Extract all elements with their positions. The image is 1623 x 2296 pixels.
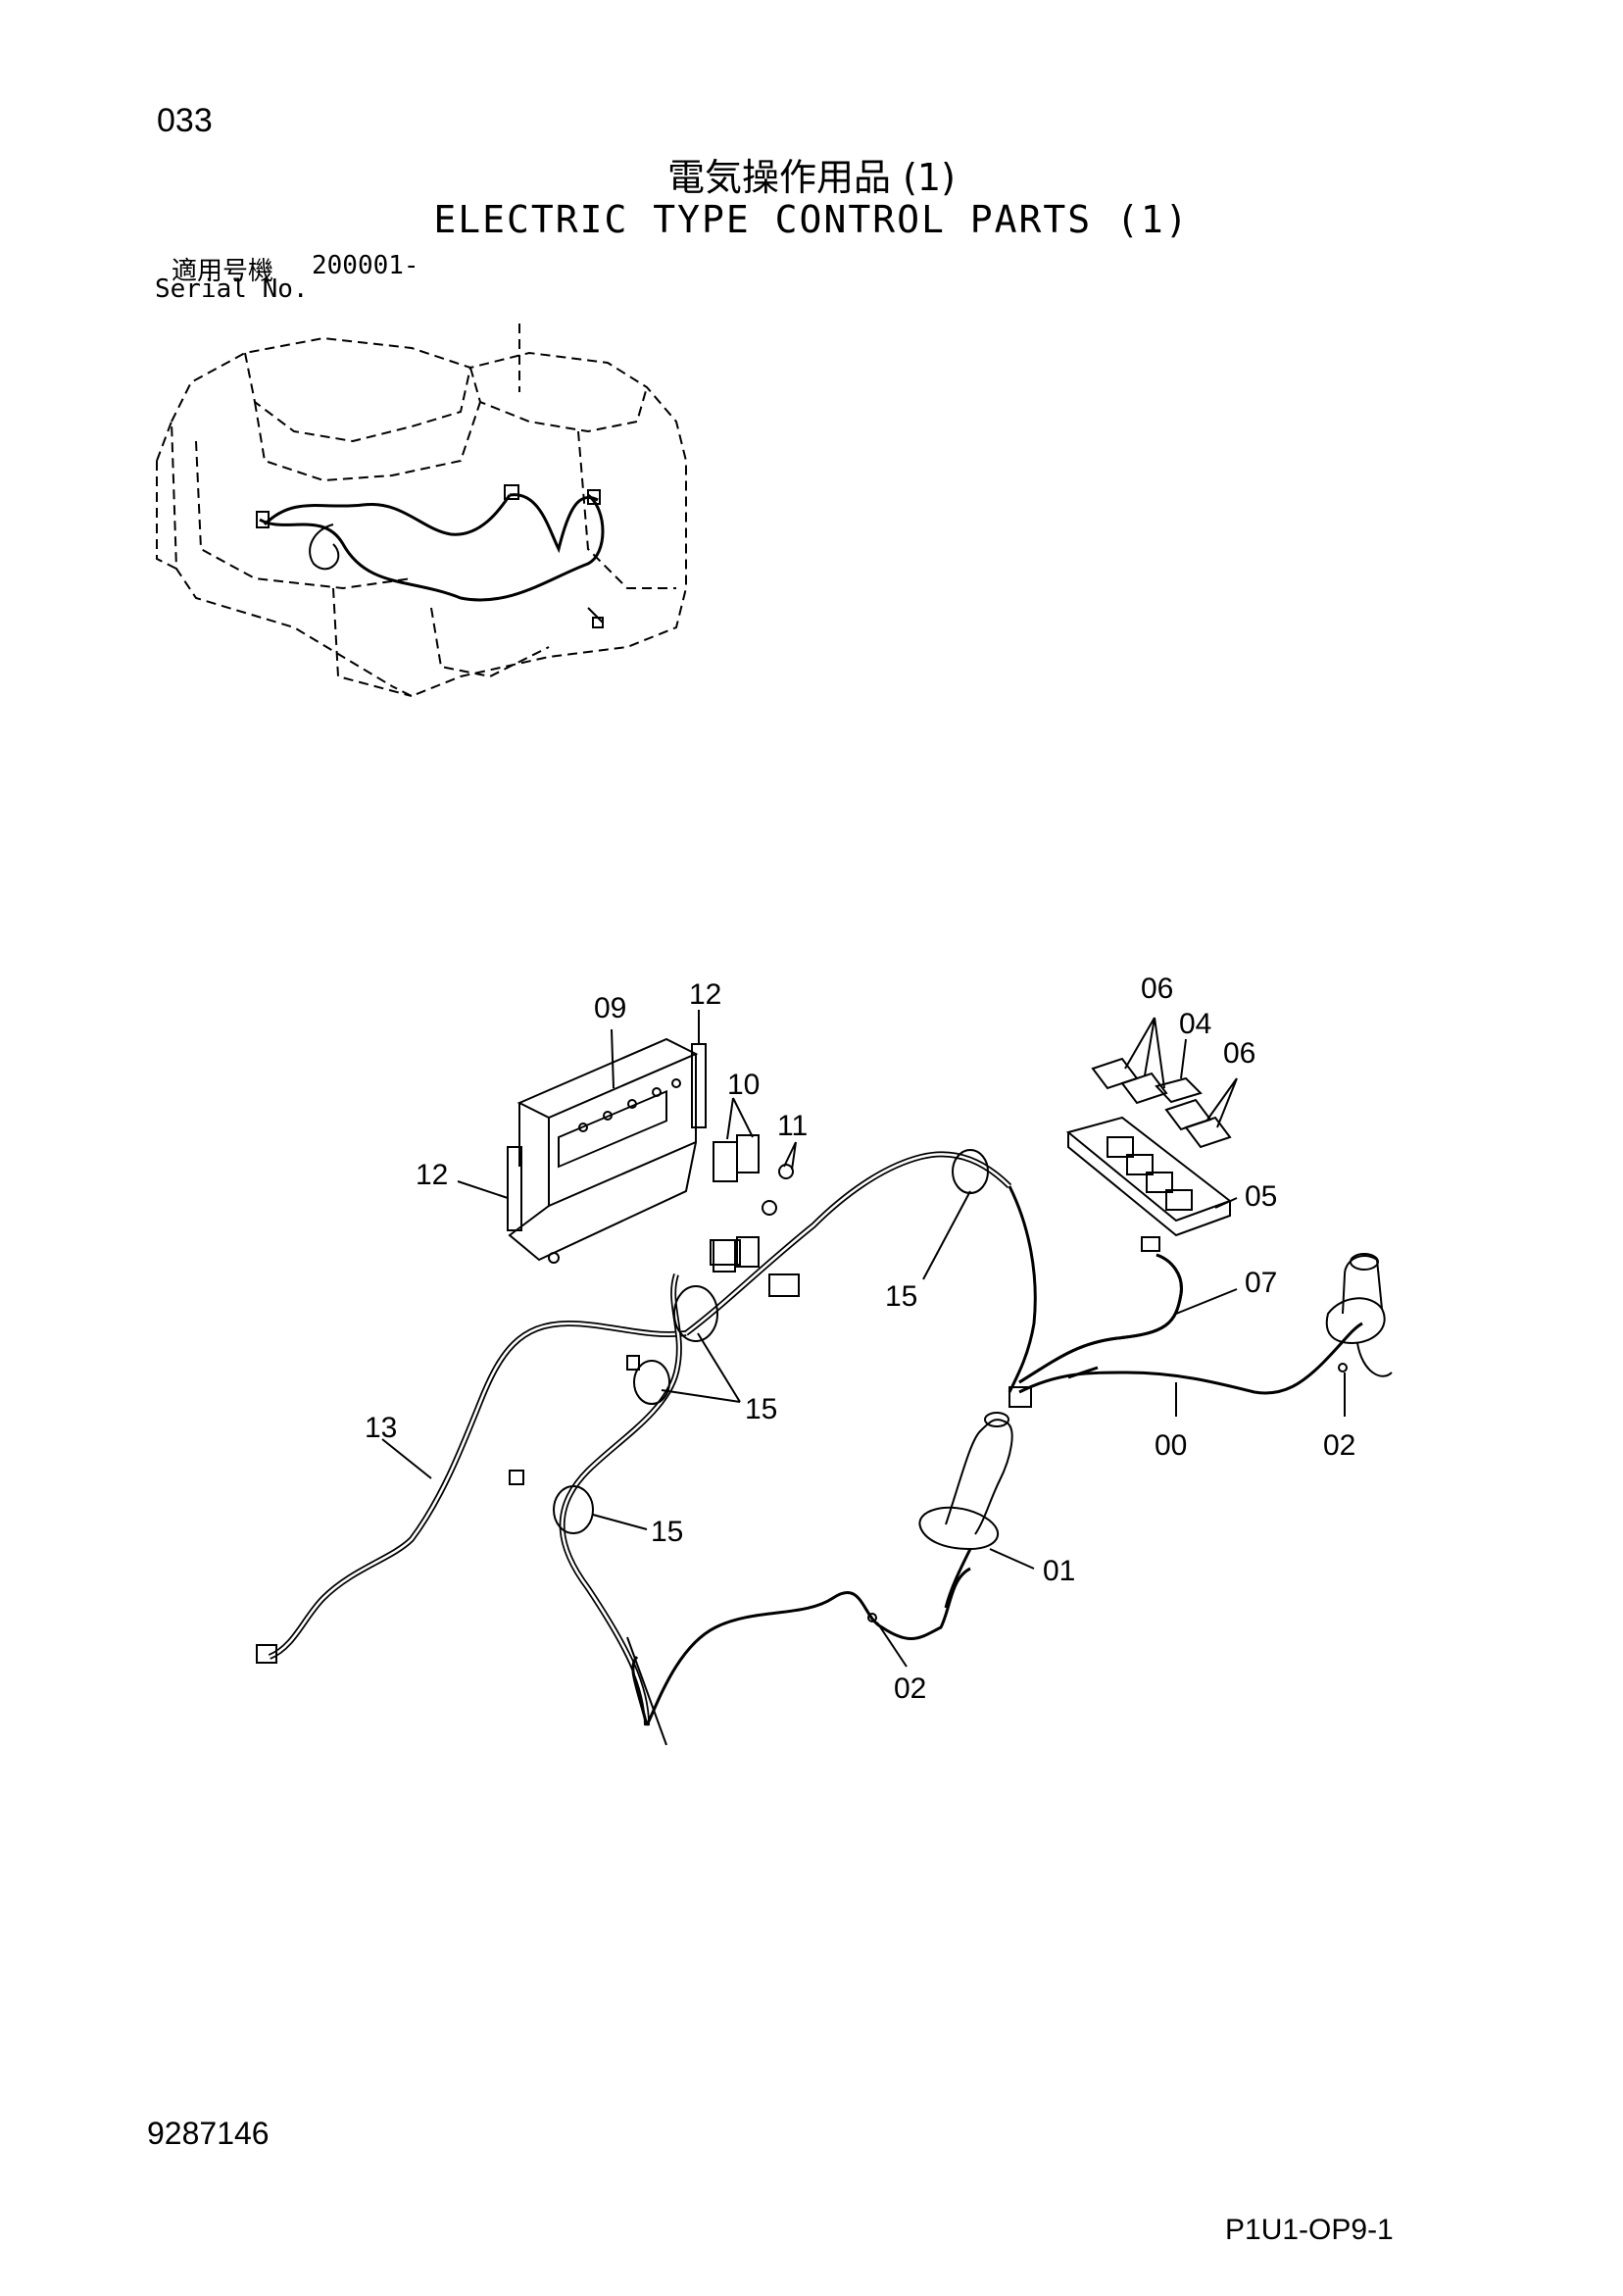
harness-part-13 [256,1151,1037,1746]
bracket-part-09 [508,1037,699,1264]
harness-part-07 [1018,1253,1183,1384]
callout-02-lower: 02 [894,1672,926,1705]
cushion-part-12-left [507,1146,522,1231]
callout-06-lower: 06 [1223,1037,1255,1070]
callout-15-lower: 15 [651,1516,683,1548]
callout-07: 07 [1245,1267,1277,1299]
page-code: P1U1-OP9-1 [1225,2214,1394,2246]
callout-04: 04 [1179,1008,1211,1040]
serial-label-japanese: 適用号機 [172,257,274,286]
callout-11: 11 [777,1110,808,1142]
callout-13: 13 [365,1412,397,1444]
lever-part-01 [918,1412,1013,1609]
cushion-part-12-right [691,1043,707,1128]
page-title-english: ELECTRIC TYPE CONTROL PARTS (1) [433,198,1190,241]
relay-part-10 [713,1134,760,1273]
callout-15-upper: 15 [885,1280,917,1313]
page-title-japanese: 電気操作用品 (1) [667,156,956,199]
callout-06-upper: 06 [1141,973,1173,1005]
callout-15-middle: 15 [745,1393,777,1425]
switch-panel-part-05 [1065,1116,1233,1252]
switch-part-04 [1155,1076,1203,1104]
harness-part-00 [1018,1253,1363,1395]
serial-number-value: 200001- [312,251,419,280]
page-number: 033 [157,102,213,139]
callout-01: 01 [1043,1555,1075,1587]
callout-12-left: 12 [416,1159,448,1191]
callout-05: 05 [1245,1180,1277,1213]
callout-02-right: 02 [1323,1429,1355,1462]
callout-09: 09 [594,992,626,1024]
harness-connectors [509,1239,1032,1485]
bolt-part-02-lower [867,1613,877,1622]
callout-00: 00 [1155,1429,1187,1462]
callout-12-right: 12 [689,978,721,1011]
clamp-part-15 [553,1149,989,1534]
cab-wiring [256,484,605,628]
plate-part-06 [1091,1057,1232,1149]
serial-label-english: Serial No. [155,275,309,304]
cab-outline [156,324,687,698]
lever-right-assembly [1325,1253,1393,1377]
bolt-part-02-right [1338,1363,1348,1373]
document-number: 9287146 [147,2116,270,2151]
callout-10: 10 [727,1069,760,1101]
leader-lines [381,1010,1346,1668]
screw-part-11 [762,1164,794,1216]
